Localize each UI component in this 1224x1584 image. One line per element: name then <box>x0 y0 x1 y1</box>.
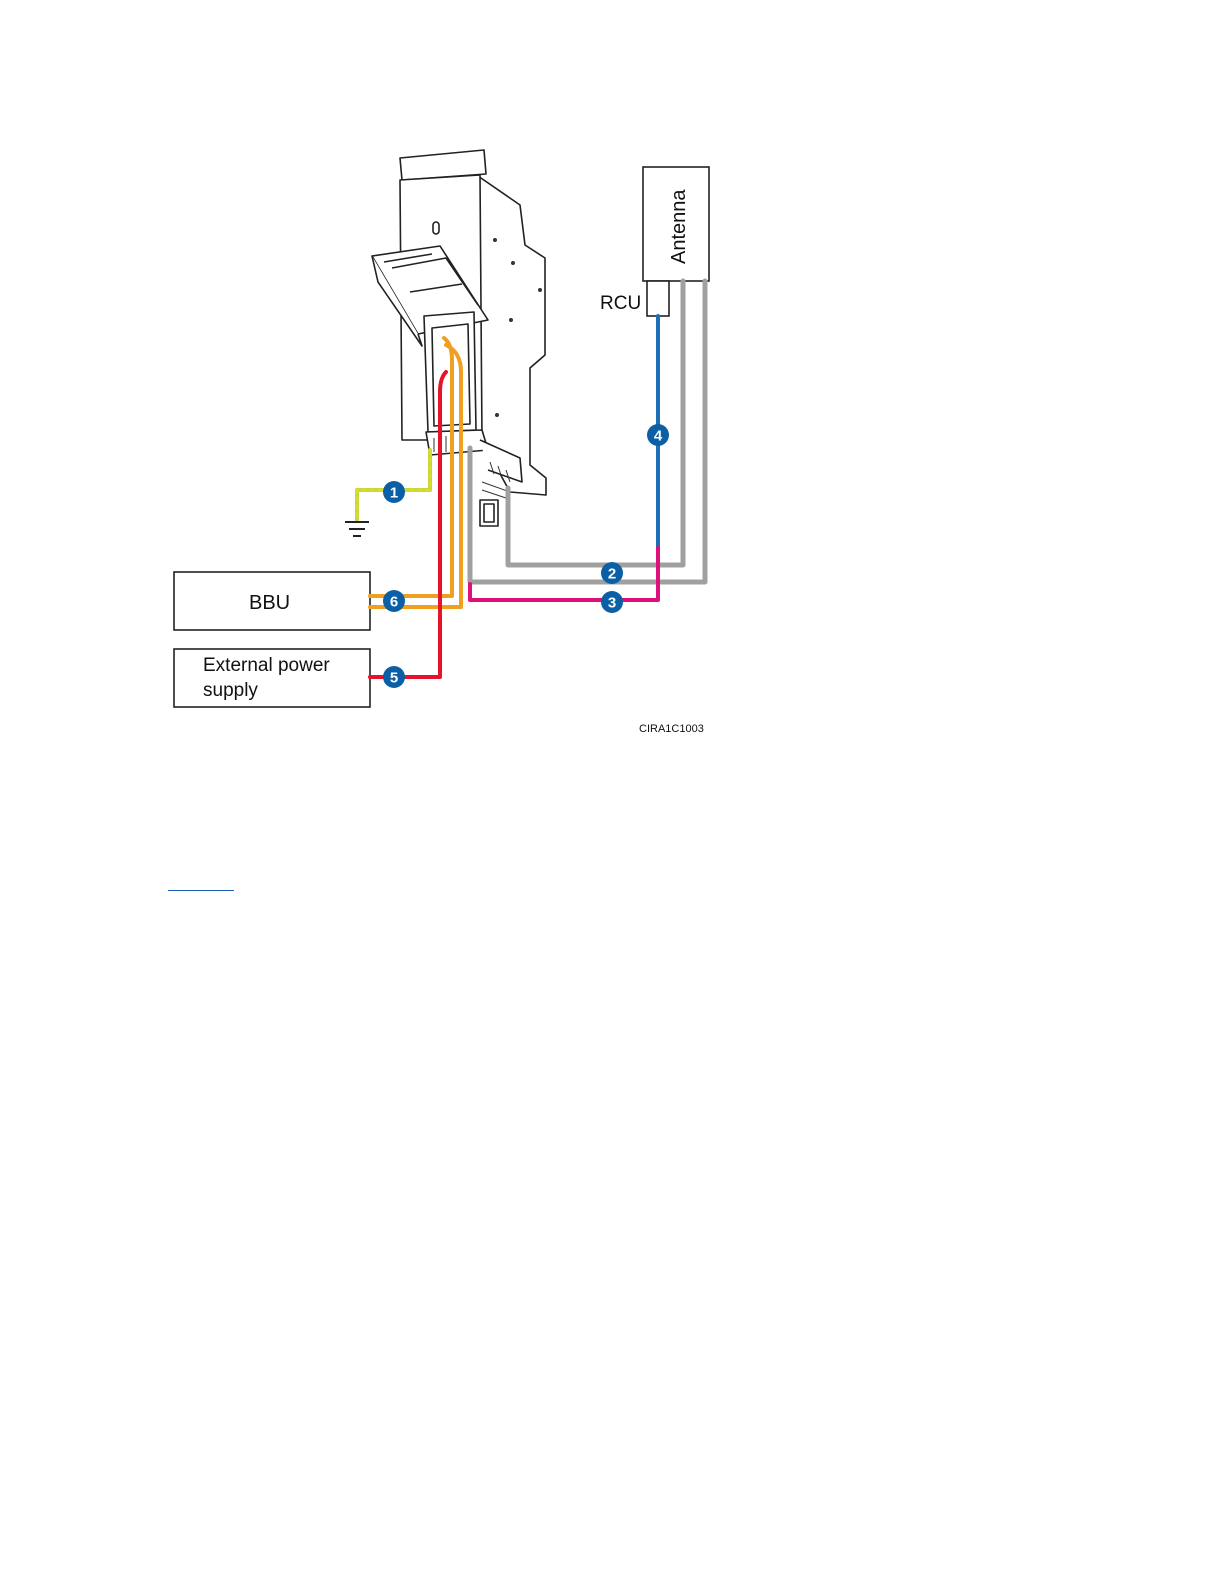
rcu-box <box>647 281 669 316</box>
svg-text:1: 1 <box>390 485 398 502</box>
callout-3: 3 <box>601 591 623 613</box>
svg-text:4: 4 <box>654 428 663 445</box>
figure-id: CIRA1C1003 <box>639 723 704 735</box>
callout-4: 4 <box>647 424 669 446</box>
back-link[interactable] <box>168 872 234 891</box>
callout-5: 5 <box>383 666 405 688</box>
antenna-label: Antenna <box>668 189 690 264</box>
svg-text:2: 2 <box>608 566 616 583</box>
svg-text:3: 3 <box>608 595 616 612</box>
aisg-cable <box>470 548 658 600</box>
callout-2: 2 <box>601 562 623 584</box>
bbu-label: BBU <box>249 592 290 614</box>
callout-6: 6 <box>383 590 405 612</box>
callout-1: 1 <box>383 481 405 503</box>
ground-symbol-icon <box>345 522 369 536</box>
external-power-label-line2: supply <box>203 680 258 701</box>
external-power-label-line1: External power <box>203 655 330 676</box>
svg-text:5: 5 <box>390 670 398 687</box>
rcu-label: RCU <box>600 293 641 314</box>
svg-text:6: 6 <box>390 594 398 611</box>
